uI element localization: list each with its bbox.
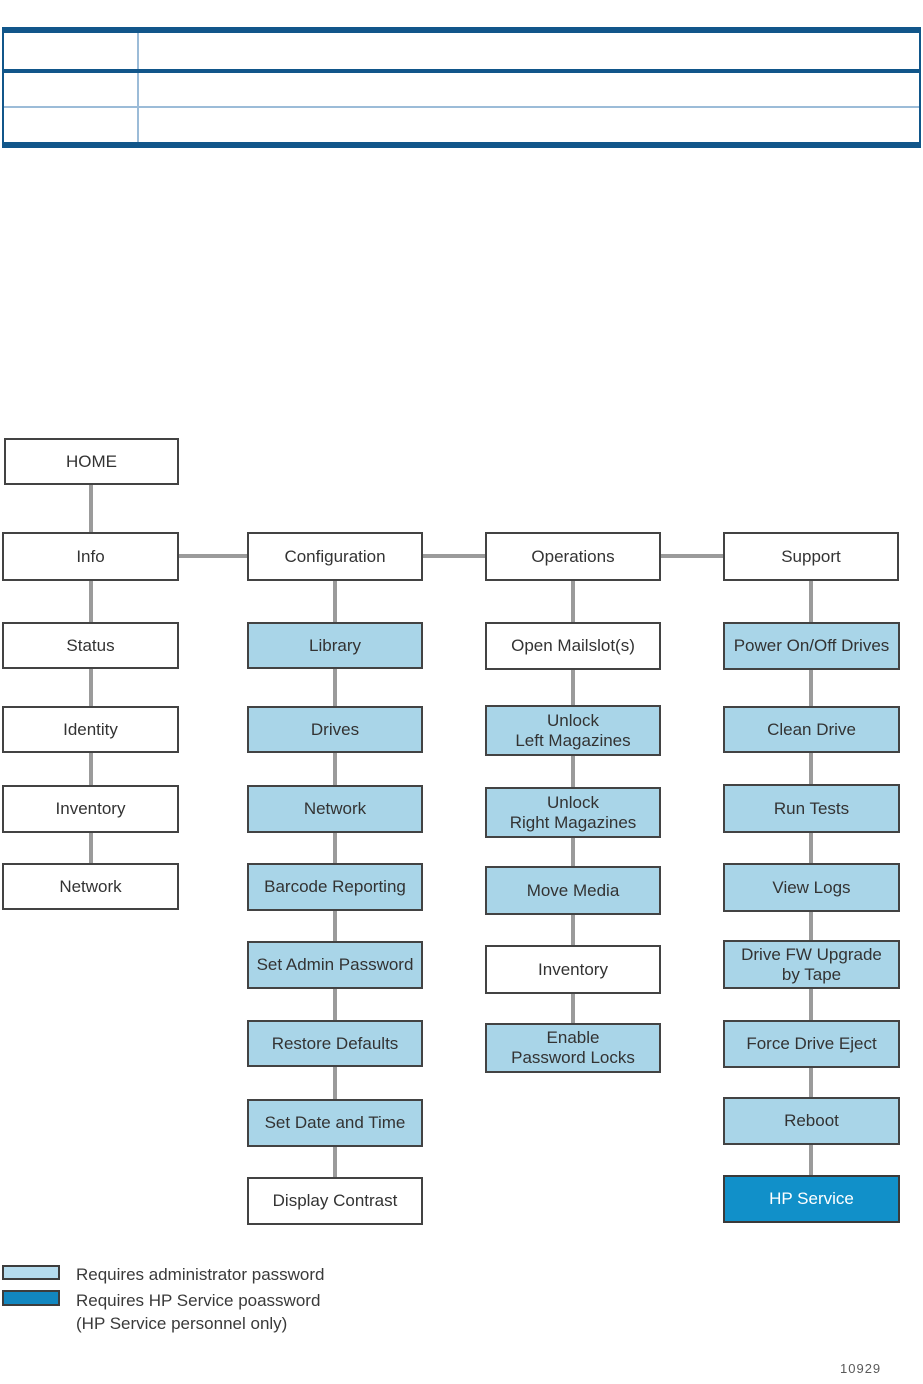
node-label: Reboot — [784, 1111, 839, 1131]
legend-label-admin-password: Requires administrator password — [76, 1265, 325, 1284]
node-power-on-off-drives: Power On/Off Drives — [723, 622, 900, 670]
node-support: Support — [723, 532, 899, 581]
node-open-mailslots: Open Mailslot(s) — [485, 622, 661, 670]
node-label: Set Admin Password — [256, 955, 414, 975]
node-drive-fw-upgrade-by-tape: Drive FW Upgrade by Tape — [723, 940, 900, 989]
table-cell-key — [4, 73, 139, 106]
node-drives: Drives — [247, 706, 423, 753]
node-enable-password-locks: Enable Password Locks — [485, 1023, 661, 1073]
node-inventory: Inventory — [2, 785, 179, 833]
node-label: Password Locks — [511, 1048, 635, 1067]
node-label: Unlock — [547, 710, 599, 730]
node-label: Inventory — [538, 959, 608, 979]
node-configuration: Configuration — [247, 532, 423, 581]
node-label: by Tape — [781, 964, 842, 984]
legend-swatch-admin-password — [2, 1265, 60, 1280]
node-label: Power On/Off Drives — [733, 636, 890, 656]
node-home: HOME — [4, 438, 179, 485]
table-cell-value — [139, 33, 919, 69]
node-status: Status — [2, 622, 179, 669]
node-hp-service: HP Service — [723, 1175, 900, 1223]
node-label: Move Media — [526, 880, 620, 900]
node-unlock-right-magazines: Unlock Right Magazines — [485, 787, 661, 838]
table-cell-key — [4, 33, 139, 69]
top-table — [2, 27, 921, 148]
node-label: Drives — [310, 719, 360, 739]
node-move-media: Move Media — [485, 866, 661, 915]
node-label: Clean Drive — [767, 719, 856, 739]
connector-home-info — [89, 485, 93, 532]
table-row — [4, 73, 919, 108]
node-label: Unlock — [547, 792, 599, 812]
node-label: Set Date and Time — [264, 1113, 406, 1133]
node-label: Network — [59, 876, 122, 896]
figure-number: 10929 — [840, 1361, 882, 1376]
legend-label-hp-service-password: Requires HP Service poassword (HP Servic… — [76, 1289, 320, 1335]
node-label: Inventory — [55, 799, 126, 819]
legend-swatch-hp-service-password — [2, 1290, 60, 1306]
node-label: Network — [303, 799, 367, 819]
legend-label-line: (HP Service personnel only) — [76, 1314, 288, 1333]
node-label: Restore Defaults — [271, 1033, 399, 1053]
node-view-logs: View Logs — [723, 863, 900, 912]
node-label: Display Contrast — [272, 1191, 398, 1211]
node-label: HOME — [66, 451, 117, 471]
node-run-tests: Run Tests — [723, 784, 900, 833]
node-inventory-operations: Inventory — [485, 945, 661, 994]
legend-label-line: Requires HP Service poassword — [76, 1291, 321, 1310]
table-row — [4, 108, 919, 142]
node-label: Configuration — [284, 546, 386, 566]
node-network-info: Network — [2, 863, 179, 910]
node-label: Enable — [546, 1028, 600, 1048]
node-label: Force Drive Eject — [746, 1034, 877, 1054]
node-label: Right Magazines — [509, 812, 637, 832]
table-cell-value — [139, 73, 919, 106]
node-label: Open Mailslot(s) — [511, 636, 635, 656]
node-label: Barcode Reporting — [264, 877, 406, 897]
node-network-configuration: Network — [247, 785, 423, 833]
node-label: HP Service — [769, 1189, 854, 1209]
node-identity: Identity — [2, 706, 179, 753]
node-library: Library — [247, 622, 423, 669]
node-reboot: Reboot — [723, 1097, 900, 1145]
node-label: Run Tests — [773, 798, 850, 818]
node-restore-defaults: Restore Defaults — [247, 1020, 423, 1067]
node-display-contrast: Display Contrast — [247, 1177, 423, 1225]
node-set-date-and-time: Set Date and Time — [247, 1099, 423, 1147]
node-label: Operations — [531, 546, 615, 566]
node-set-admin-password: Set Admin Password — [247, 941, 423, 989]
node-label: Left Magazines — [515, 730, 631, 750]
node-force-drive-eject: Force Drive Eject — [723, 1020, 900, 1068]
table-row — [4, 33, 919, 73]
node-unlock-left-magazines: Unlock Left Magazines — [485, 705, 661, 756]
node-label: Info — [76, 546, 105, 566]
node-label: Drive FW Upgrade — [741, 944, 882, 964]
node-barcode-reporting: Barcode Reporting — [247, 863, 423, 911]
connector-top-level — [179, 554, 723, 558]
node-label: Support — [781, 546, 841, 566]
node-label: Library — [309, 635, 361, 655]
node-operations: Operations — [485, 532, 661, 581]
node-label: Identity — [63, 719, 118, 739]
node-label: Status — [66, 635, 115, 655]
table-cell-key — [4, 108, 139, 142]
node-clean-drive: Clean Drive — [723, 706, 900, 753]
table-cell-value — [139, 108, 919, 142]
node-label: View Logs — [772, 877, 851, 897]
node-info: Info — [2, 532, 179, 581]
